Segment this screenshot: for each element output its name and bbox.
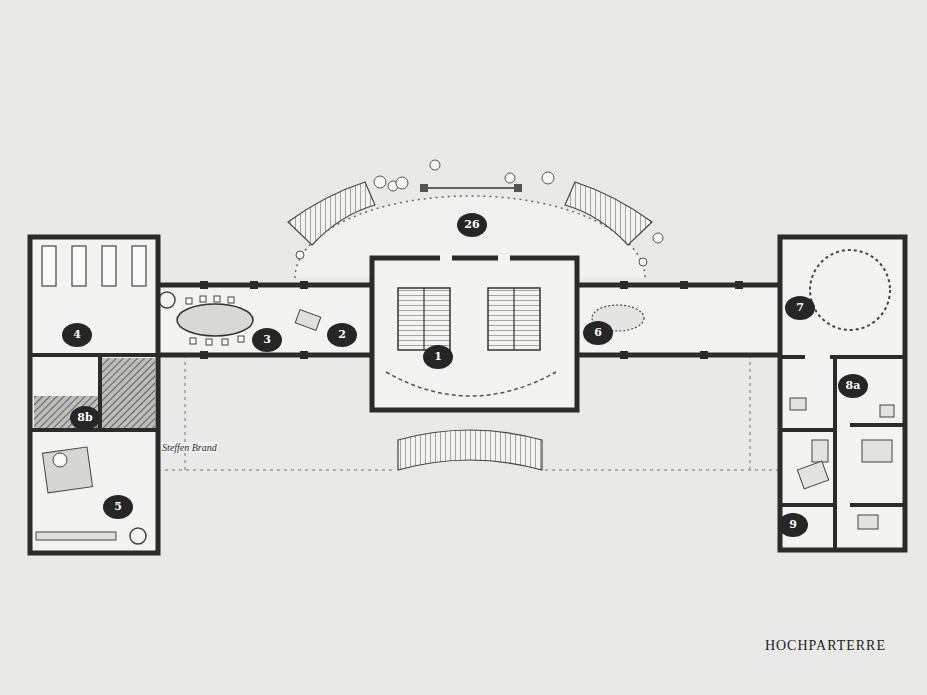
callout-number: 6 xyxy=(583,321,613,345)
plan-rect xyxy=(514,184,522,192)
plan-rect xyxy=(238,336,244,342)
plan-path xyxy=(565,182,652,245)
plan-path xyxy=(288,182,375,245)
plan-path xyxy=(386,372,556,396)
plan-rect xyxy=(36,532,116,540)
plan-rect xyxy=(42,447,92,493)
plan-circle xyxy=(505,173,515,183)
plan-rect xyxy=(30,237,158,553)
plan-path xyxy=(158,469,780,471)
plan-ellipse xyxy=(177,304,253,336)
plan-circle xyxy=(296,251,304,259)
callout-number: 5 xyxy=(103,495,133,519)
plan-rect xyxy=(420,184,428,192)
plan-rect xyxy=(186,298,192,304)
plan-line xyxy=(513,288,514,350)
plan-rect xyxy=(250,281,258,289)
plan-rect xyxy=(158,285,372,355)
plan-rect xyxy=(735,281,743,289)
floor-caption: HOCHPARTERRE xyxy=(765,638,886,654)
plan-circle xyxy=(639,258,647,266)
plan-rect xyxy=(102,246,116,286)
plan-rect xyxy=(780,237,905,550)
plan-rect xyxy=(498,254,510,262)
plan-circle xyxy=(542,172,554,184)
plan-rect xyxy=(797,461,828,489)
plan-rect xyxy=(206,339,212,345)
plan-circle xyxy=(53,453,67,467)
plan-rect xyxy=(190,338,196,344)
signature-note: Steffen Brand xyxy=(161,442,218,453)
plan-rect xyxy=(200,281,208,289)
callout-number: 7 xyxy=(785,296,815,320)
plan-circle xyxy=(159,292,175,308)
plan-rect xyxy=(862,440,892,462)
plan-rect xyxy=(700,351,708,359)
plan-line xyxy=(423,288,424,350)
plan-rect xyxy=(42,246,56,286)
plan-g xyxy=(296,160,663,266)
plan-rect xyxy=(398,288,450,350)
plan-rect xyxy=(790,398,806,410)
plan-rect xyxy=(200,296,206,302)
plan-circle xyxy=(430,160,440,170)
plan-rect xyxy=(440,254,452,262)
plan-rect xyxy=(680,281,688,289)
plan-circle xyxy=(374,176,386,188)
plan-circle xyxy=(653,233,663,243)
callout-number: 9 xyxy=(778,513,808,537)
callout-number: 1 xyxy=(423,345,453,369)
plan-rect xyxy=(620,281,628,289)
plan-rect xyxy=(620,351,628,359)
plan-rect xyxy=(372,258,577,410)
plan-g xyxy=(186,296,244,345)
plan-rect xyxy=(102,358,155,428)
plan-path xyxy=(30,355,158,430)
plan-g xyxy=(790,398,894,529)
callout-number: 4 xyxy=(62,323,92,347)
plan-rect xyxy=(214,296,220,302)
callout-number: 8a xyxy=(838,374,868,398)
plan-rect xyxy=(295,310,320,331)
plan-rect xyxy=(880,405,894,417)
plan-rect xyxy=(72,246,86,286)
callout-number: 3 xyxy=(252,328,282,352)
plan-g xyxy=(42,246,146,286)
plan-path xyxy=(398,430,542,470)
plan-rect xyxy=(132,246,146,286)
callout-number: 8b xyxy=(70,406,100,430)
plan-rect xyxy=(200,351,208,359)
plan-rect xyxy=(300,351,308,359)
plan-rect xyxy=(228,297,234,303)
plan-circle xyxy=(396,177,408,189)
plan-rect xyxy=(222,339,228,345)
plan-circle xyxy=(810,250,890,330)
plan-rect xyxy=(812,440,828,462)
plan-line xyxy=(422,187,520,189)
plan-rect xyxy=(858,515,878,529)
callout-number: 26 xyxy=(457,213,487,237)
plan-rect xyxy=(577,285,780,355)
plan-circle xyxy=(130,528,146,544)
plan-rect xyxy=(488,288,540,350)
plan-rect xyxy=(300,281,308,289)
callout-number: 2 xyxy=(327,323,357,347)
